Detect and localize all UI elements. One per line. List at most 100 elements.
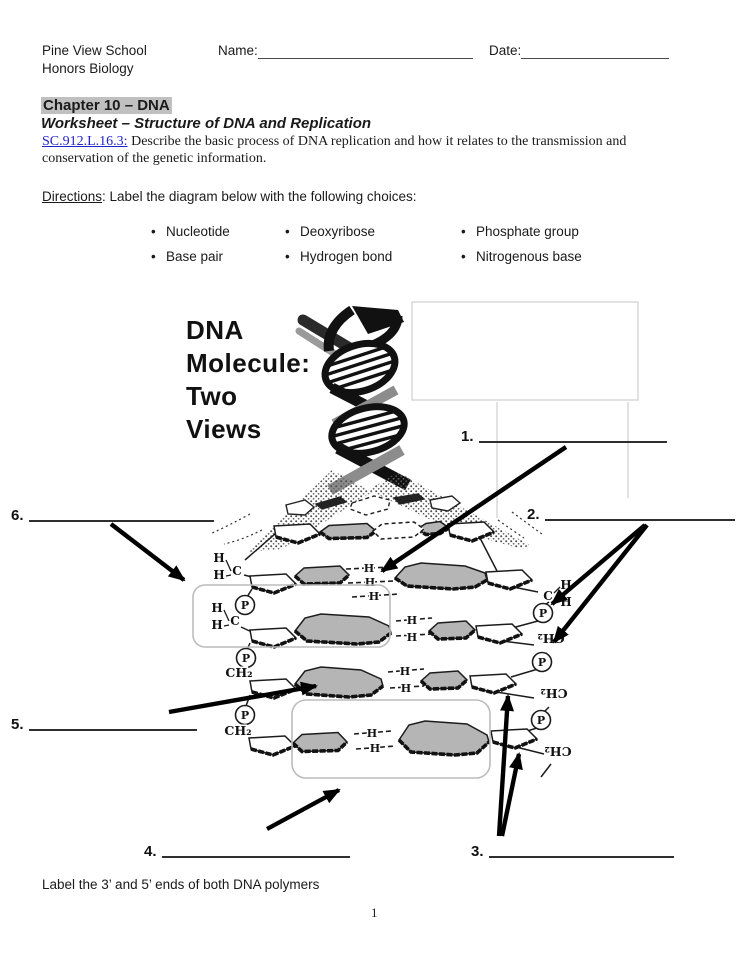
name-field: Name: <box>218 42 473 59</box>
blank-3-line[interactable] <box>488 856 674 858</box>
ch2-group: CH₂ <box>225 665 252 680</box>
choice-item: • Nucleotide <box>151 219 230 244</box>
arrow-2b <box>552 523 649 644</box>
label-arrows <box>109 445 649 837</box>
hydrogen-symbol: H <box>211 618 222 632</box>
date-blank-line[interactable] <box>521 45 670 59</box>
arrow-5 <box>168 681 318 715</box>
name-blank-line[interactable] <box>257 45 473 59</box>
phosphate-symbol: P <box>539 607 547 620</box>
choice-item: •Nitrogenous base <box>461 244 582 269</box>
choice-item: •Deoxyribose <box>285 219 392 244</box>
blank-6-line[interactable] <box>28 520 214 522</box>
deoxyribose-sugar-edge <box>449 530 495 543</box>
caption-line: DNA <box>186 315 244 345</box>
nitrogenous-base <box>393 562 488 590</box>
hydrogen-symbol: H <box>370 742 380 755</box>
arrow-3b <box>499 752 523 837</box>
base-pair-callout-box <box>291 699 491 779</box>
nitrogenous-base-edge <box>397 738 491 757</box>
hydrogen-symbol: H <box>367 727 377 740</box>
bullet-icon: • <box>285 249 290 264</box>
phosphate-circle <box>235 647 257 669</box>
nitrogenous-base-edge <box>293 629 393 646</box>
choice-item: • Phosphate group <box>461 219 582 244</box>
nitrogenous-base-edge <box>293 573 351 586</box>
bullet-icon: • <box>461 249 466 264</box>
choices-column-3: • Phosphate group •Nitrogenous base <box>461 219 582 269</box>
deoxyribose-sugar-edge <box>471 682 517 695</box>
arrow-1 <box>380 445 568 573</box>
atom-bond <box>223 624 230 627</box>
blank-4-line[interactable] <box>161 856 350 858</box>
chapter-heading: Chapter 10 – DNA <box>41 97 172 114</box>
ch2-group: CH₂ <box>540 686 567 701</box>
hydrogen-bond <box>387 668 425 673</box>
phosphate-circle <box>234 594 256 616</box>
blank-1-line[interactable] <box>478 441 667 443</box>
hydrogen-symbol: H <box>407 631 417 644</box>
phosphate-circle <box>532 602 554 624</box>
hydrogen-symbol: H <box>213 551 224 565</box>
hydrogen-bond <box>395 617 433 622</box>
choice-label: Nucleotide <box>166 224 230 239</box>
backbone-bond <box>501 640 535 646</box>
directions-text: : Label the diagram below with the follo… <box>102 189 417 204</box>
blank-1-number: 1. <box>461 428 474 445</box>
bullet-icon: • <box>151 249 156 264</box>
phosphate-symbol: P <box>241 709 249 722</box>
bullet-icon: • <box>461 224 466 239</box>
blank-5-number: 5. <box>11 716 24 733</box>
blank-4-number: 4. <box>144 843 157 860</box>
choices-column-1: •Nucleotide •Base pair <box>151 219 230 269</box>
course-name: Honors Biology <box>42 61 134 76</box>
arrow-4 <box>265 788 341 831</box>
choice-label: Phosphate group <box>476 224 579 239</box>
phosphate-circle <box>234 704 256 726</box>
backbone-bond <box>512 586 539 593</box>
footer-instruction: Label the 3’ and 5’ ends of both DNA pol… <box>42 877 320 892</box>
phosphate-symbol: P <box>241 599 249 612</box>
school-name: Pine View School <box>42 43 147 58</box>
blank-2-number: 2. <box>527 506 540 523</box>
backbone-bond <box>515 746 545 755</box>
date-field: Date: <box>489 42 670 59</box>
deoxyribose-sugar-edge <box>250 744 296 757</box>
nucleotide-callout-box <box>192 584 391 648</box>
nitrogenous-base <box>398 720 490 756</box>
atom-bond <box>553 586 561 594</box>
atom-bond <box>223 609 230 622</box>
caption-line: Two <box>186 381 238 411</box>
hydrogen-symbol: H <box>400 665 410 678</box>
nitrogenous-base-edge <box>318 529 378 541</box>
blank-2-line[interactable] <box>544 519 735 521</box>
deoxyribose-sugar-edge <box>487 578 533 591</box>
name-label: Name: <box>218 43 258 58</box>
phosphate-symbol: P <box>537 714 545 727</box>
hydrogen-symbol: H <box>364 562 374 575</box>
backbone-bond <box>511 620 539 629</box>
phosphate-symbol: P <box>538 656 546 669</box>
page-number: 1 <box>371 905 378 920</box>
hydrogen-bond <box>395 633 433 637</box>
blank-2: 2. <box>527 506 735 523</box>
blank-5: 5. <box>11 716 197 733</box>
standard-code-link[interactable]: SC.912.L.16.3: <box>42 134 128 149</box>
blank-6-number: 6. <box>11 507 24 524</box>
blank-6: 6. <box>11 507 214 524</box>
hydrogen-symbol: H <box>213 568 224 582</box>
hydrogen-bond <box>355 745 397 750</box>
backbone-bond <box>510 668 539 678</box>
deoxyribose-sugar-edge <box>251 582 297 595</box>
blank-5-line[interactable] <box>28 729 197 731</box>
nitrogenous-base-edge <box>419 678 469 691</box>
blank-3: 3. <box>471 843 674 860</box>
hydrogen-symbol: H <box>401 682 411 695</box>
blank-1: 1. <box>461 428 667 445</box>
date-label: Date: <box>489 43 522 58</box>
bullet-icon: • <box>151 224 156 239</box>
phosphate-circle <box>531 651 553 673</box>
backbone-bond <box>479 537 498 572</box>
